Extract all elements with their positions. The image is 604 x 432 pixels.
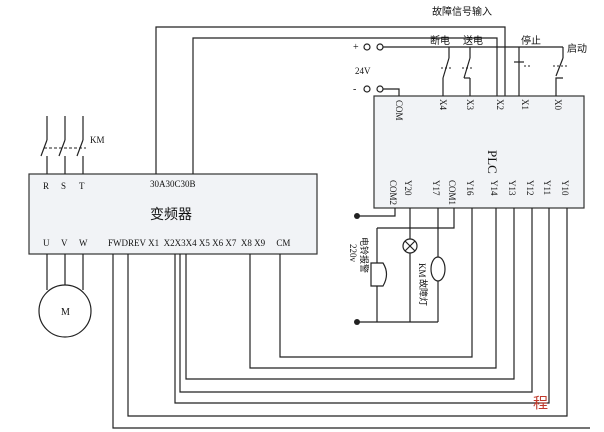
watermark-glyph: 程: [533, 394, 548, 412]
vfd-terminal-t: T: [79, 181, 85, 191]
plc-input-x0: X0: [553, 99, 563, 110]
plc-output-y17: Y17: [431, 180, 441, 196]
km-coil-icon: [430, 256, 446, 282]
motor-wiring: [46, 254, 84, 290]
vfd-terminal-s: S: [61, 181, 66, 191]
plc-input-x1: X1: [520, 99, 530, 110]
plc-input-com: COM: [394, 100, 404, 121]
power-off-label: 断电: [430, 34, 450, 47]
plc-name: PLC: [485, 150, 500, 174]
alarm-bell-icon: [370, 262, 388, 287]
stop-switch: [514, 58, 532, 78]
plc-input-x3: X3: [465, 99, 475, 110]
start-label: 启动: [567, 42, 587, 55]
supply-plus-terminal: [363, 43, 371, 51]
start-switch: [553, 57, 567, 77]
plc-output-y16: Y16: [465, 180, 475, 196]
plc-box: [373, 95, 585, 209]
stop-label: 停止: [521, 34, 541, 47]
motor-label: M: [61, 307, 70, 318]
vfd-terminal-w: W: [79, 238, 88, 248]
vfd-input-lines: [40, 116, 86, 174]
relay-fault-wires: [155, 26, 506, 174]
fault-lamp-icon: [402, 238, 418, 254]
plc-output-y12: Y12: [525, 180, 535, 196]
plc-output-com1: COM1: [447, 180, 457, 205]
plc-output-wiring: [354, 208, 455, 325]
plc-input-x2: X2: [495, 99, 505, 110]
vfd-terminal-r: R: [43, 181, 49, 191]
plc-output-y14: Y14: [489, 180, 499, 196]
km-contactor-label: KM: [90, 135, 105, 145]
plc-output-com2: COM2: [388, 180, 398, 205]
vfd-name: 变频器: [150, 207, 192, 223]
supply-wiring: [383, 46, 564, 96]
vfd-terminal-u: U: [43, 238, 50, 248]
plc-output-y11: Y11: [542, 180, 552, 195]
power-on-switch: [462, 57, 474, 79]
km-coil-label: KM: [417, 263, 427, 278]
alarm-voltage-label: 220v: [348, 244, 358, 263]
fault-signal-input-label: 故障信号输入: [432, 5, 492, 18]
vfd-terminal-v: V: [61, 238, 68, 248]
vfd-box: [28, 173, 318, 255]
vfd-control-terminals: FWDREV X1 X2X3X4 X5 X6 X7 X8 X9 CM: [108, 238, 290, 248]
fault-lamp-label: 故障灯: [418, 279, 429, 306]
supply-plus-label: +: [353, 42, 359, 53]
plc-output-y20: Y20: [403, 180, 413, 196]
power-off-switch: [441, 57, 453, 79]
plc-input-x4: X4: [438, 99, 448, 110]
control-wiring: [112, 208, 590, 429]
plc-output-y10: Y10: [560, 180, 570, 196]
motor-symbol: [38, 284, 92, 338]
power-on-label: 送电: [463, 34, 483, 47]
alarm-label: 电铃报警: [359, 237, 370, 273]
supply-voltage-label: 24V: [355, 66, 371, 76]
vfd-relay-terminals: 30A30C30B: [150, 179, 196, 189]
plc-output-y13: Y13: [507, 180, 517, 196]
supply-minus-terminal: [363, 85, 371, 93]
supply-minus-label: -: [353, 84, 356, 95]
